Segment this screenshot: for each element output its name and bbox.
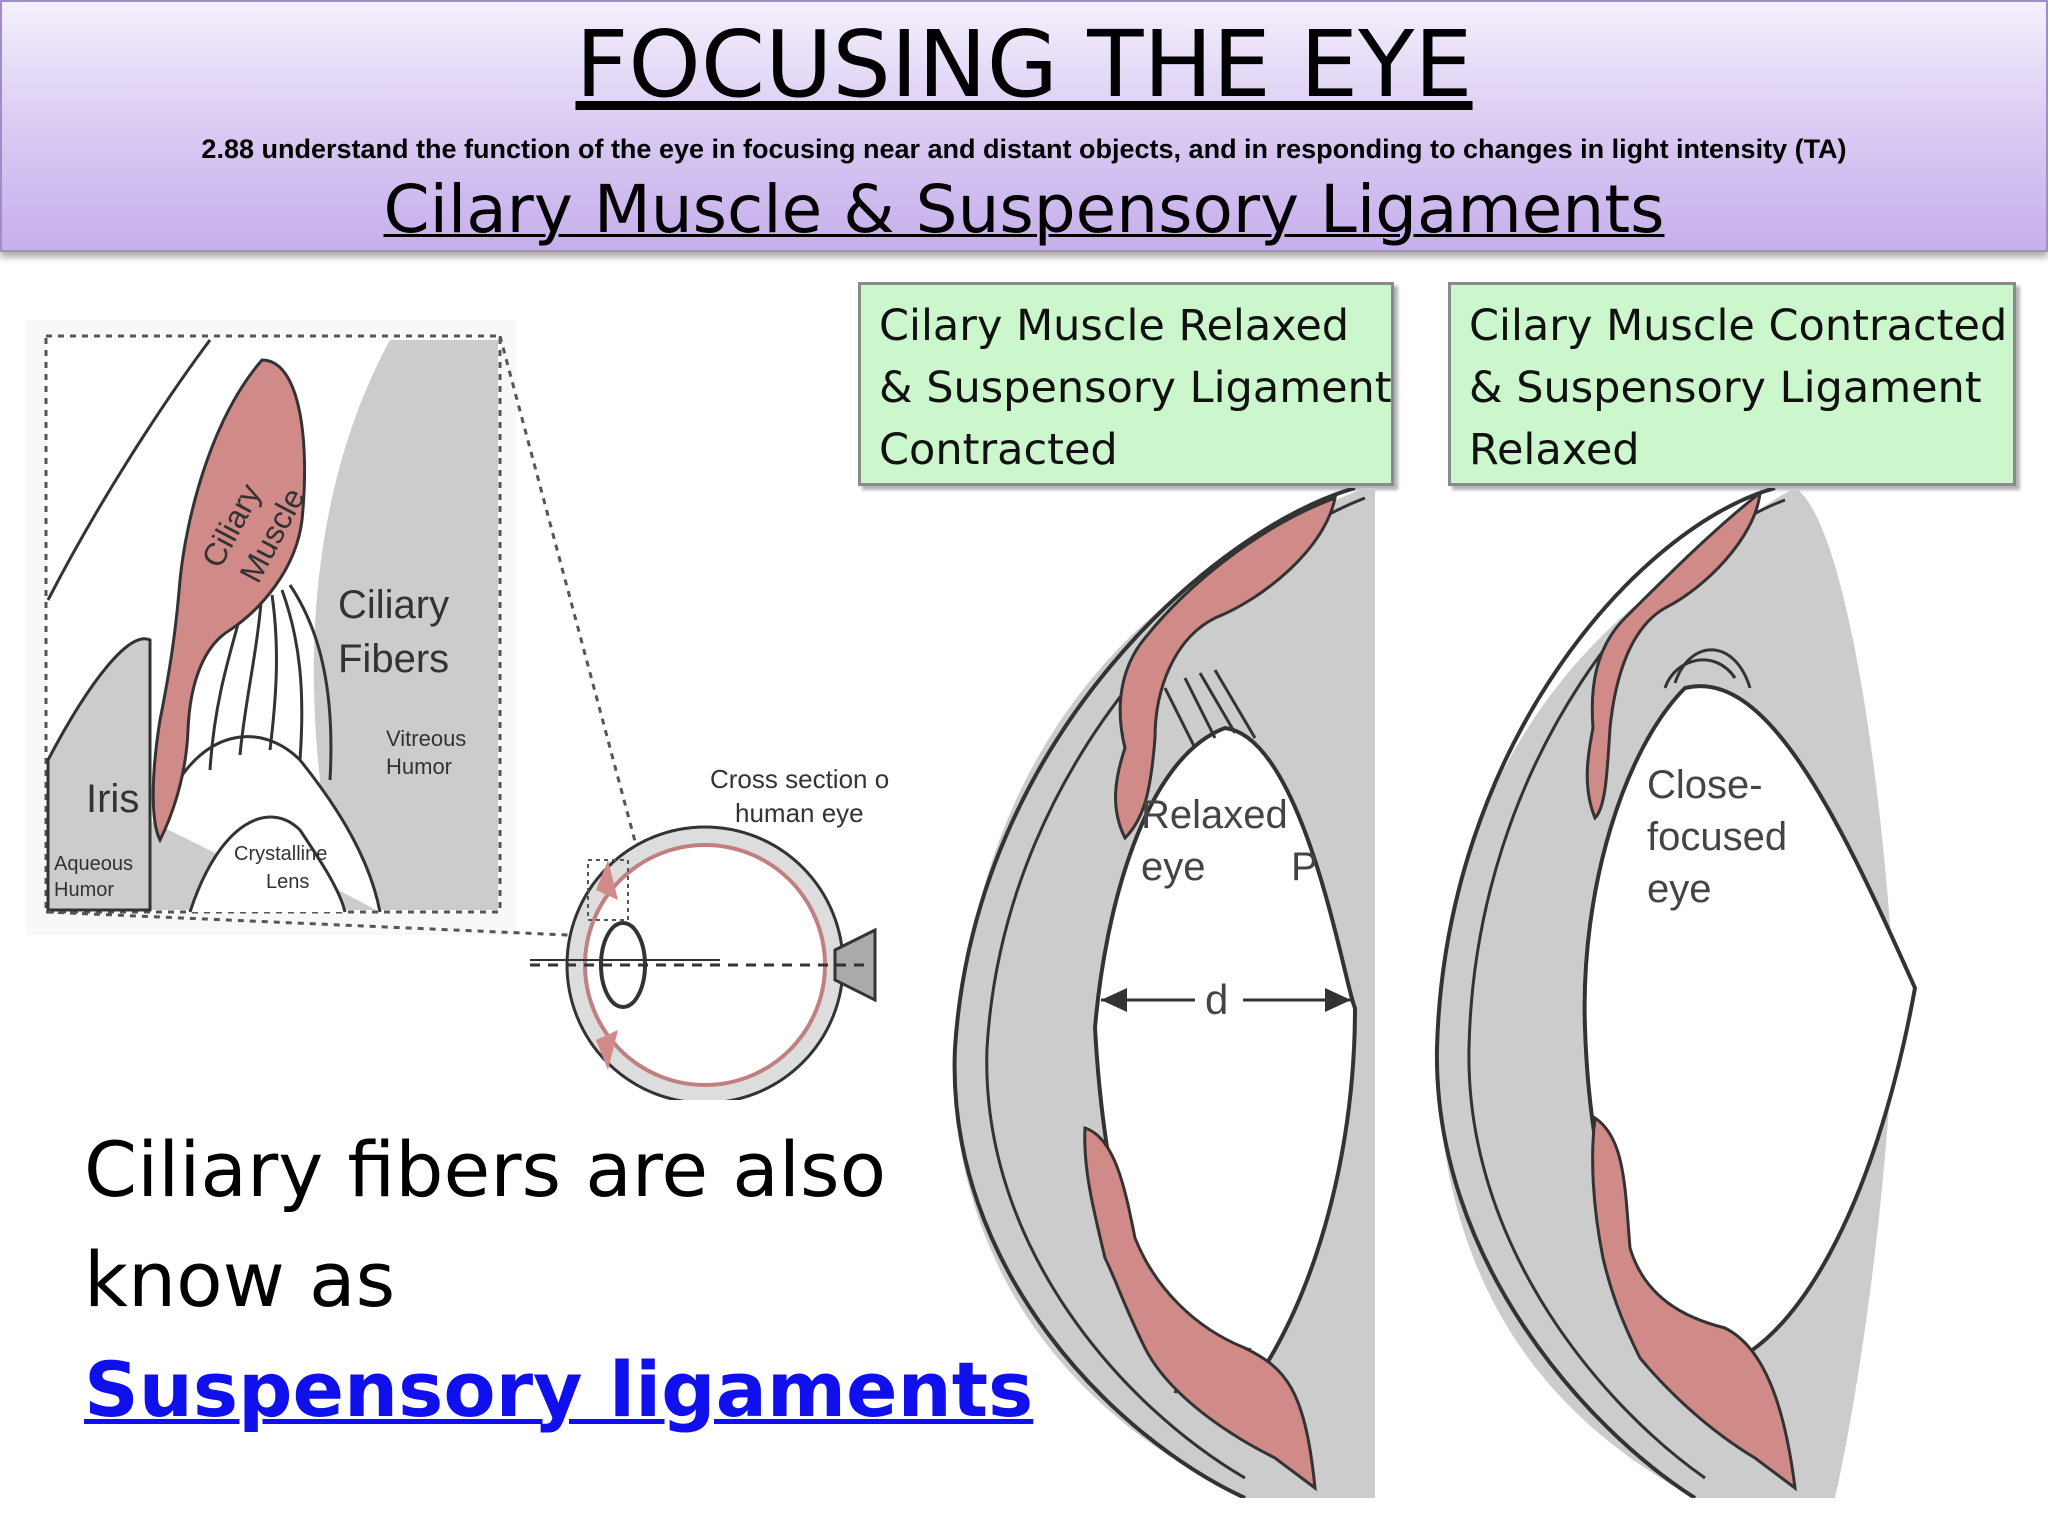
vitreous-humor-label: Humor [386, 754, 452, 779]
contracted-state-line: Cilary Muscle Contracted [1469, 301, 2008, 351]
slide-title: FOCUSING THE EYE [575, 11, 1473, 118]
slide-subtitle: Cilary Muscle & Suspensory Ligaments [383, 171, 1665, 248]
relaxed-state-line: Contracted [879, 425, 1118, 475]
ciliary-fibers-label: Fibers [338, 637, 449, 681]
sclera-line [46, 339, 212, 601]
close-focused-eye-diagram: Close- focused eye [1434, 488, 1918, 1498]
fact-line: Ciliary fibers are also [84, 1125, 887, 1214]
suspensory-ligaments-top [1663, 648, 1752, 689]
contracted-state-line: & Suspensory Ligament [1469, 363, 1982, 413]
ciliary-muscle-bottom [1083, 1125, 1317, 1492]
vitreous-region [48, 340, 498, 910]
fact-text: Ciliary fibers are also know as Suspenso… [84, 1115, 1033, 1445]
relaxed-eye-diagram: Relaxed eye P d [952, 488, 1375, 1498]
aqueous-humor-label: Humor [54, 879, 114, 901]
slide-header: FOCUSING THE EYE 2.88 understand the fun… [0, 0, 2048, 252]
sclera-outer [952, 488, 1356, 1498]
contracted-state-box: Cilary Muscle Contracted & Suspensory Li… [1448, 282, 2016, 486]
relaxed-eye-label: Relaxed [1141, 793, 1288, 837]
d-label: d [1205, 976, 1228, 1023]
cross-section-label: human eye [735, 798, 864, 828]
ciliary-muscle-bottom [1591, 1115, 1797, 1492]
relaxed-state-box: Cilary Muscle Relaxed & Suspensory Ligam… [858, 282, 1394, 486]
aqueous-humor-label: Aqueous [54, 853, 133, 875]
zoom-line [498, 335, 642, 861]
relaxed-state-line: & Suspensory Ligament [879, 363, 1392, 413]
ciliary-muscle-top [1114, 495, 1338, 841]
sclera-outer [1434, 488, 1776, 1498]
iris-label: Iris [86, 777, 139, 821]
vitreous-humor-label: Vitreous [386, 726, 466, 751]
suspensory-ligaments-link[interactable]: Suspensory ligaments [84, 1345, 1034, 1434]
suspensory-ligaments-top [1163, 669, 1257, 749]
ciliary-detail-diagram: Ciliary Muscle Ciliary Fibers Vitreous H… [26, 320, 889, 1100]
close-focused-label: Close- [1647, 763, 1763, 807]
relaxed-state-line: Cilary Muscle Relaxed [879, 301, 1350, 351]
close-focused-label: focused [1647, 815, 1787, 859]
iris-shape [46, 637, 152, 912]
arrow-right-icon [1325, 988, 1351, 1012]
crystalline-lens-label: Lens [266, 871, 309, 893]
ciliary-muscle-top [1585, 489, 1762, 821]
eye-cross-section [530, 825, 877, 1100]
close-focused-label: eye [1647, 867, 1712, 911]
specification-text: 2.88 understand the function of the eye … [201, 134, 1847, 164]
crystalline-lens-label: Crystalline [234, 843, 327, 865]
ciliary-fibers-label: Ciliary [338, 583, 449, 627]
contracted-state-line: Relaxed [1469, 425, 1640, 475]
crystalline-lens [188, 815, 347, 913]
p-label: P [1291, 845, 1318, 889]
relaxed-eye-label: eye [1141, 845, 1206, 889]
arrow-left-icon [1101, 988, 1127, 1012]
cross-section-label: Cross section o [710, 764, 889, 794]
fact-line: know as [84, 1235, 396, 1324]
ciliary-muscle-shape [151, 358, 307, 844]
